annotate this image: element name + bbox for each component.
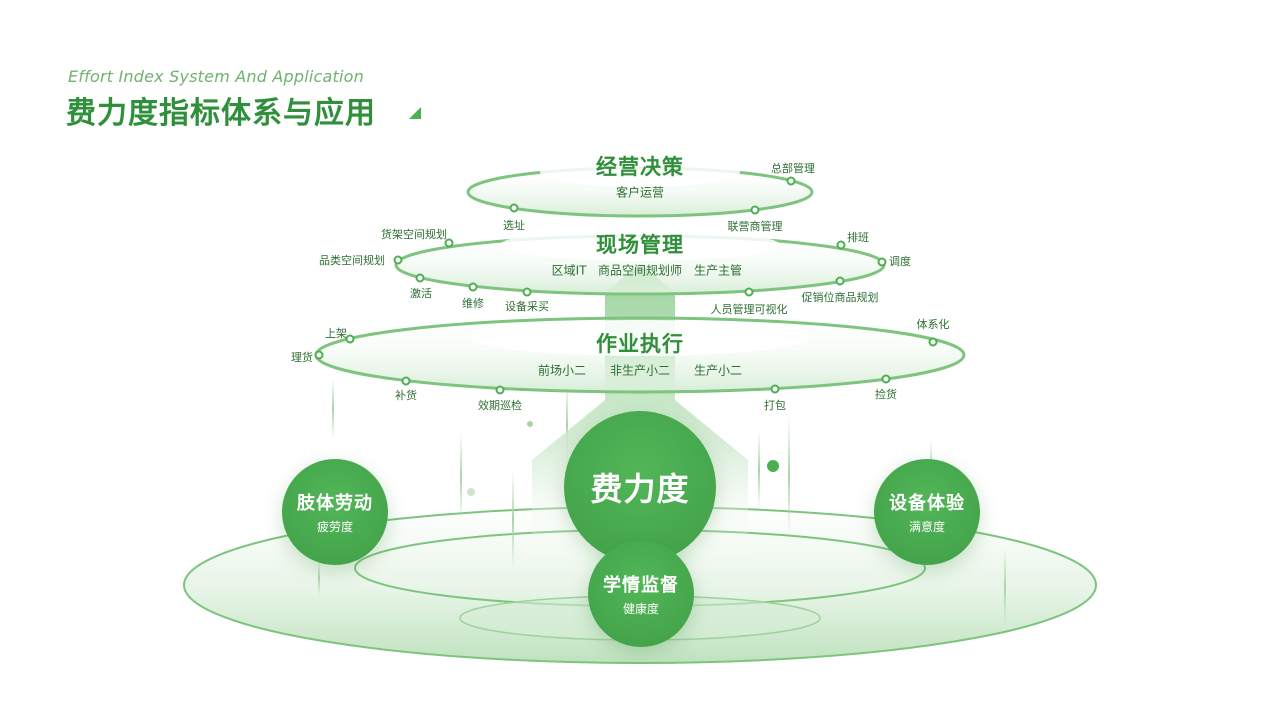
ring-node — [468, 282, 478, 292]
deco-line — [512, 470, 514, 570]
ring-node — [401, 376, 411, 386]
ring-label: 补货 — [395, 389, 417, 402]
page-title: 费力度指标体系与应用 — [66, 96, 376, 131]
ring-label: 人员管理可视化 — [710, 303, 788, 316]
ring-label: 捡货 — [875, 388, 897, 401]
ring-node — [744, 287, 754, 297]
ring-node — [415, 273, 425, 283]
dimension-circle-study: 学情监督 健康度 — [588, 541, 694, 647]
ring-node — [750, 205, 760, 215]
ring-label: 排班 — [847, 231, 869, 244]
core-circle: 费力度 — [564, 411, 716, 563]
deco-dot — [527, 421, 533, 427]
deco-line — [318, 560, 320, 596]
ring-label: 上架 — [325, 327, 347, 340]
dimension-title: 学情监督 — [603, 575, 679, 596]
deco-line — [788, 415, 790, 535]
ring-label: 理货 — [291, 351, 313, 364]
ring-label: 设备采买 — [505, 300, 549, 313]
deco-dot — [467, 488, 475, 496]
dimension-title: 设备体验 — [889, 493, 965, 514]
ring-node — [495, 385, 505, 395]
tier-mid-role: 生产主管 — [693, 263, 743, 278]
ring-label: 联营商管理 — [727, 220, 783, 233]
ring-label: 选址 — [503, 219, 525, 232]
ring-node — [314, 350, 324, 360]
ring-node — [770, 384, 780, 394]
deco-line — [566, 380, 568, 470]
ring-node — [393, 255, 403, 265]
ring-label: 激活 — [410, 287, 432, 300]
tier-low-role: 前场小二 — [537, 363, 587, 378]
deco-dot — [767, 460, 779, 472]
ring-label: 打包 — [764, 399, 786, 412]
ring-node — [444, 238, 454, 248]
page-subtitle: Effort Index System And Application — [68, 67, 364, 86]
ring-node — [522, 287, 532, 297]
tier-top-title: 经营决策 — [596, 155, 684, 179]
ring-label: 效期巡检 — [478, 399, 522, 412]
dimension-metric: 健康度 — [622, 602, 659, 616]
ring-label: 调度 — [889, 255, 911, 268]
ring-node — [786, 176, 796, 186]
tier-mid-role: 区域IT — [551, 263, 587, 278]
ring-label: 体系化 — [916, 318, 950, 331]
dimension-title: 肢体劳动 — [297, 493, 373, 514]
tier-mid-role: 商品空间规划师 — [597, 263, 683, 278]
dimension-circle-device: 设备体验 满意度 — [874, 459, 980, 565]
deco-line — [758, 430, 760, 510]
ring-node — [509, 203, 519, 213]
tier-low-role: 生产小二 — [693, 363, 743, 378]
ring-node — [928, 337, 938, 347]
ring-label: 促销位商品规划 — [801, 291, 879, 304]
dimension-metric: 满意度 — [908, 520, 945, 534]
ring-node — [877, 257, 887, 267]
ring-label: 品类空间规划 — [319, 254, 385, 267]
ring-label: 总部管理 — [771, 162, 815, 175]
ring-node — [881, 374, 891, 384]
ring-label: 维修 — [462, 297, 484, 310]
tier-top-subtitle: 客户运营 — [615, 185, 665, 200]
ring-node — [836, 240, 846, 250]
deco-line — [332, 378, 334, 440]
tier-low-title: 作业执行 — [596, 332, 684, 356]
title-corner-mark — [409, 107, 421, 119]
dimension-circle-body: 肢体劳动 疲劳度 — [282, 459, 388, 565]
deco-line — [1004, 548, 1006, 628]
ring-label: 货架空间规划 — [381, 228, 447, 241]
tier-low-role: 非生产小二 — [609, 363, 671, 378]
core-label: 费力度 — [590, 470, 690, 508]
tier-mid-title: 现场管理 — [596, 233, 684, 257]
ring-node — [345, 334, 355, 344]
ring-node — [835, 276, 845, 286]
dimension-metric: 疲劳度 — [316, 520, 353, 534]
deco-line — [460, 432, 462, 522]
